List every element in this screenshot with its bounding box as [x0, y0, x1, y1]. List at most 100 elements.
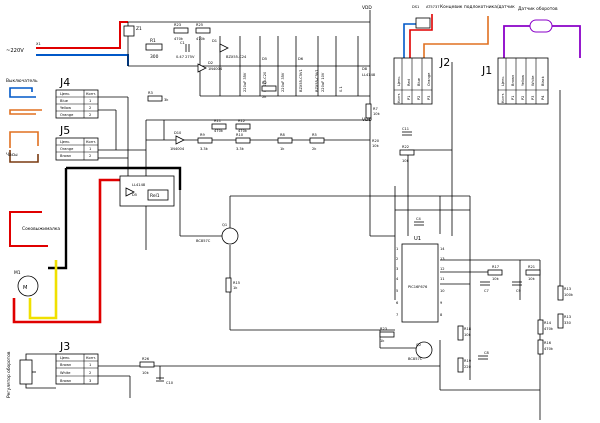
r3-resistor: [147, 95, 163, 102]
r20-value: 10k: [372, 144, 380, 148]
connector-j2: J2 Цепь Red Blue Orange Конт. P1 P2 P3: [393, 56, 450, 105]
z1-label: Z1: [136, 26, 142, 32]
r23-label: R23: [174, 23, 181, 27]
q1-label: Q1: [222, 223, 227, 227]
d5b-value: LL4148: [132, 183, 146, 187]
r12-value: 470k: [238, 129, 248, 133]
j2-pin-2: P2: [417, 96, 421, 100]
r19-value: 220: [464, 365, 472, 369]
r21-resistor: [525, 269, 541, 276]
ic-pin-l4: 4: [396, 277, 399, 281]
c5-value: 0.1: [339, 86, 343, 92]
r10-label: R10: [236, 133, 244, 137]
ic-u1: U1 PIC16F676 1 2 3 4 5 6 7 14 13 12 11 1…: [396, 236, 445, 323]
r17-resistor: [487, 269, 503, 276]
r11-resistor: [211, 123, 227, 130]
r8-resistor: [277, 137, 293, 144]
j4-orange-wire: [9, 109, 42, 115]
d5-value: BZX55-C20: [263, 71, 267, 92]
r2-resistor: [261, 85, 277, 92]
speed-sensor-body: [529, 19, 553, 33]
r9-resistor: [197, 137, 213, 144]
j1-pin-head: Конт.: [501, 93, 505, 103]
j4-r3-net: Orange: [60, 113, 74, 117]
motor-red-wire: [12, 178, 130, 324]
j4-r1-pin: 1: [89, 99, 91, 103]
r22-resistor: [399, 149, 415, 156]
r3-value: 3k: [164, 98, 169, 102]
r13-value: 100k: [564, 293, 574, 297]
d1-diode: [219, 43, 229, 53]
r15-label: R15: [233, 281, 240, 285]
ic-name: U1: [414, 236, 421, 242]
r22-value: 10k: [402, 159, 410, 163]
q2-value: BC857C: [408, 357, 423, 361]
r13b-label: R13: [564, 315, 571, 319]
colored-wires: [9, 14, 581, 324]
j4-title: J4: [59, 76, 70, 89]
r14-label: R14: [544, 321, 552, 325]
r16-label: R16: [544, 341, 552, 345]
d10-diode: [175, 135, 185, 145]
ds1-label: DS1: [412, 5, 419, 9]
r7-resistor: [365, 103, 372, 119]
r18-label: R18: [464, 327, 472, 331]
c4-label: C4: [416, 217, 422, 221]
relay-label: Rel1: [150, 193, 160, 199]
d5b-diode: [125, 187, 135, 197]
j1-col-2: Yellow: [521, 75, 525, 86]
vdd-mid-label: VDD: [362, 117, 372, 123]
r14-resistor: [537, 319, 544, 335]
c10-label: C10: [166, 381, 174, 385]
r9-label: R9: [200, 133, 205, 137]
j2-pin-3: P3: [427, 96, 431, 100]
q2-label: Q2: [416, 343, 421, 347]
r19-label: R19: [464, 359, 472, 363]
j2-blue-wire: [403, 23, 416, 58]
r9-value: 3.3k: [200, 147, 209, 151]
j1-title: J1: [481, 64, 492, 77]
regulator-potentiometer: [19, 359, 33, 385]
r26-label: R26: [142, 357, 150, 361]
connector-j5: J5 Цепь Конт. Orange 1 Brown 2: [55, 124, 99, 161]
j4-r2-net: Yellow: [60, 106, 71, 110]
r25-value: 470k: [196, 37, 206, 41]
motor-black-wire-2: [66, 166, 182, 190]
j2-col-2: Blue: [417, 77, 421, 86]
j1-pin-4: P4: [541, 95, 545, 100]
ds1-switch: [415, 17, 431, 29]
ic-pin-r12: 12: [440, 267, 445, 271]
z1-varistor: [123, 25, 135, 37]
j3-header-pin: Конт.: [86, 356, 96, 360]
r5-label: R5: [312, 133, 317, 137]
j1-col-net: Цепь: [501, 77, 505, 86]
motor-label: M1: [14, 270, 21, 276]
r25-label: R25: [196, 23, 203, 27]
c7-label: C7: [484, 289, 489, 293]
j3-r3-pin: 3: [89, 379, 91, 383]
r8-label: R8: [280, 133, 285, 137]
j1-col-3: White: [531, 75, 535, 86]
j1-col-1: Brown: [511, 75, 515, 86]
ic-pin-r11: 11: [440, 277, 445, 281]
d2-diode: [197, 63, 207, 73]
switch-label: Выключатель: [6, 78, 38, 84]
c4-value: 220uF 10V: [321, 72, 325, 92]
r17-label: R17: [492, 265, 499, 269]
j4-r1-net: Blue: [60, 99, 69, 103]
r1-resistor: [145, 43, 163, 51]
j3-title: J3: [59, 340, 70, 353]
ic-part: PIC16F676: [408, 285, 428, 289]
j5-brown-wire: [9, 150, 39, 163]
mains-label: ~220V: [6, 48, 24, 54]
c1-value: 0.47 275V: [176, 55, 195, 59]
j3-r2-net: White: [60, 371, 71, 375]
ic-pin-l7: 7: [396, 313, 398, 317]
ic-pin-r14: 14: [440, 247, 445, 251]
mains-live-wire: [36, 21, 128, 49]
j1-pin-2: P2: [521, 96, 525, 100]
j1-col-4: Black: [541, 75, 545, 86]
j5-title: J5: [59, 124, 70, 137]
j5-orange-wire: [9, 131, 39, 148]
r22-label: R22: [402, 145, 409, 149]
